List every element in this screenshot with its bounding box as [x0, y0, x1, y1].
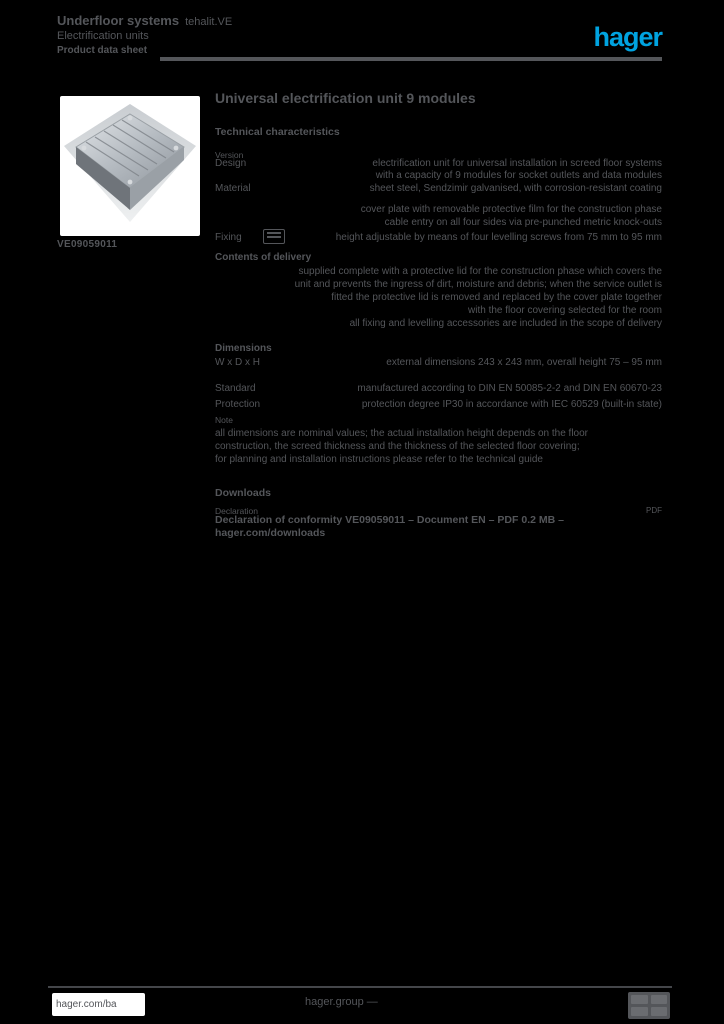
qr-code [628, 992, 670, 1019]
download-doc-label: Declaration [215, 506, 258, 516]
header-family-suffix: tehalit.VE [185, 16, 233, 28]
header-rule [160, 57, 662, 61]
footer-site-box[interactable]: hager.com/ba [52, 993, 145, 1016]
product-image [60, 96, 200, 236]
header-family-label: Underfloor systems [57, 13, 180, 28]
delivery-label: Contents of delivery [215, 252, 312, 263]
spec-row-label: Standard [215, 383, 256, 394]
delivery-line: with the floor covering selected for the… [468, 305, 662, 316]
spec-row-value: protection degree IP30 in accordance wit… [361, 399, 662, 410]
main-column: Universal electrification unit 9 modules… [215, 0, 662, 1024]
floor-box-illustration [64, 104, 196, 222]
footer-center-text: hager.group — [305, 996, 378, 1008]
header-doc-type: Product data sheet [57, 45, 148, 56]
note-line: construction, the screed thickness and t… [215, 441, 580, 452]
spec-row-label: Fixing [215, 232, 242, 243]
header-product-family: Underfloor systems tehalit.VE [57, 13, 232, 28]
page-title: Universal electrification unit 9 modules [215, 90, 476, 106]
dimensions-label: Dimensions [215, 343, 272, 354]
header-subtitle: Electrification units [57, 30, 149, 42]
spec-row-value: sheet steel, Sendzimir galvanised, with … [369, 183, 662, 194]
spec-row-value: height adjustable by means of four level… [335, 232, 662, 243]
delivery-line: unit and prevents the ingress of dirt, m… [294, 279, 662, 290]
spec-row-value: with a capacity of 9 modules for socket … [375, 170, 662, 181]
download-format-badge: PDF [646, 506, 662, 515]
section-heading-technical: Technical characteristics [215, 126, 340, 138]
download-link[interactable]: Declaration of conformity VE09059011 – D… [215, 514, 564, 539]
product-reference: VE09059011 [57, 239, 118, 250]
spec-row-label: W x D x H [215, 357, 260, 368]
note-line: for planning and installation instructio… [215, 454, 543, 465]
spec-row-value: external dimensions 243 x 243 mm, overal… [386, 357, 662, 368]
spec-row-label: Material [215, 183, 251, 194]
note-line: all dimensions are nominal values; the a… [215, 428, 589, 439]
delivery-line: supplied complete with a protective lid … [298, 266, 662, 277]
delivery-line: all fixing and levelling accessories are… [349, 318, 662, 329]
spec-row-value: manufactured according to DIN EN 50085-2… [357, 383, 662, 394]
levelling-pictogram-icon [263, 229, 285, 244]
footer-rule [48, 986, 672, 988]
spec-row-value: cover plate with removable protective fi… [360, 204, 662, 215]
hager-logo: hager [593, 22, 663, 52]
spec-row-value: electrification unit for universal insta… [372, 158, 662, 169]
spec-row-value: cable entry on all four sides via pre-pu… [384, 217, 662, 228]
spec-row-label: Protection [215, 399, 261, 410]
spec-row-label: Design [215, 158, 247, 169]
note-label: Note [215, 415, 233, 425]
section-heading-downloads: Downloads [215, 487, 272, 499]
delivery-line: fitted the protective lid is removed and… [331, 292, 662, 303]
spec-version-label: Version [215, 150, 244, 160]
footer-site-url[interactable]: hager.com/ba [56, 999, 117, 1010]
